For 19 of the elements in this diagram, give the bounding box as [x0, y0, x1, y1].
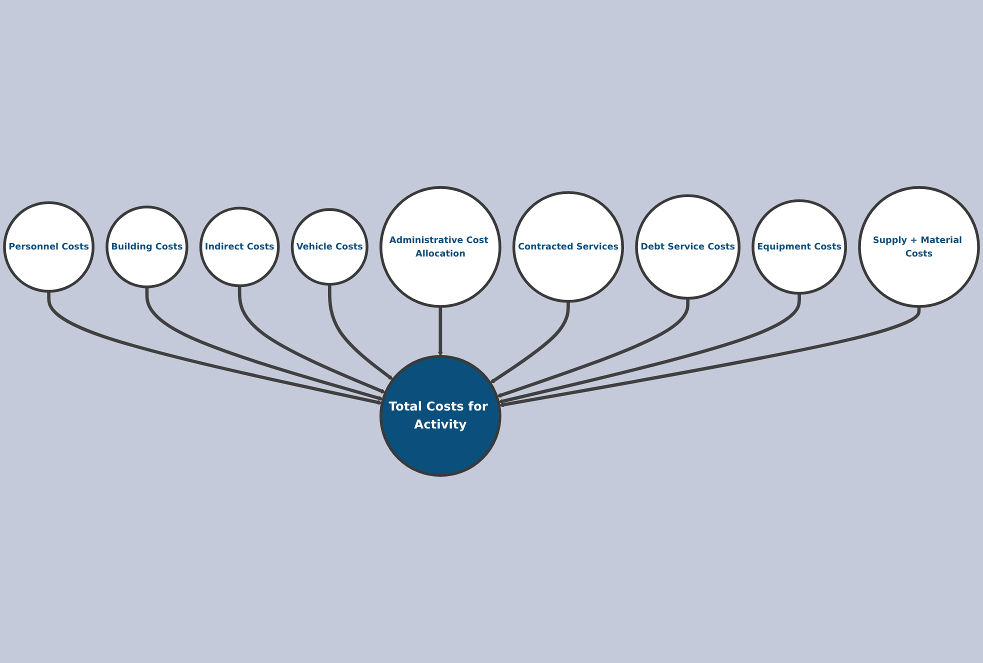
node-circle: Total Costs for Activity: [380, 355, 502, 477]
node-circle: Personnel Costs: [3, 201, 94, 293]
arrow: [490, 301, 570, 384]
arrow: [496, 298, 690, 398]
node-circle: Indirect Costs: [199, 206, 280, 288]
node-circle: Building Costs: [106, 206, 188, 288]
node-circle: Administrative Cost Allocation: [380, 186, 502, 308]
node-circle: Debt Service Costs: [635, 194, 741, 300]
arrow: [145, 287, 384, 401]
arrow: [498, 293, 801, 404]
node-circle: Vehicle Costs: [290, 208, 368, 286]
arrow: [47, 291, 382, 405]
arrow: [238, 286, 386, 394]
arrow: [328, 284, 394, 380]
node-circle: Supply + Material Costs: [858, 186, 980, 308]
arrow: [438, 306, 443, 357]
node-circle: Equipment Costs: [752, 199, 847, 295]
arrow: [498, 306, 921, 408]
node-circle: Contracted Services: [512, 191, 624, 303]
